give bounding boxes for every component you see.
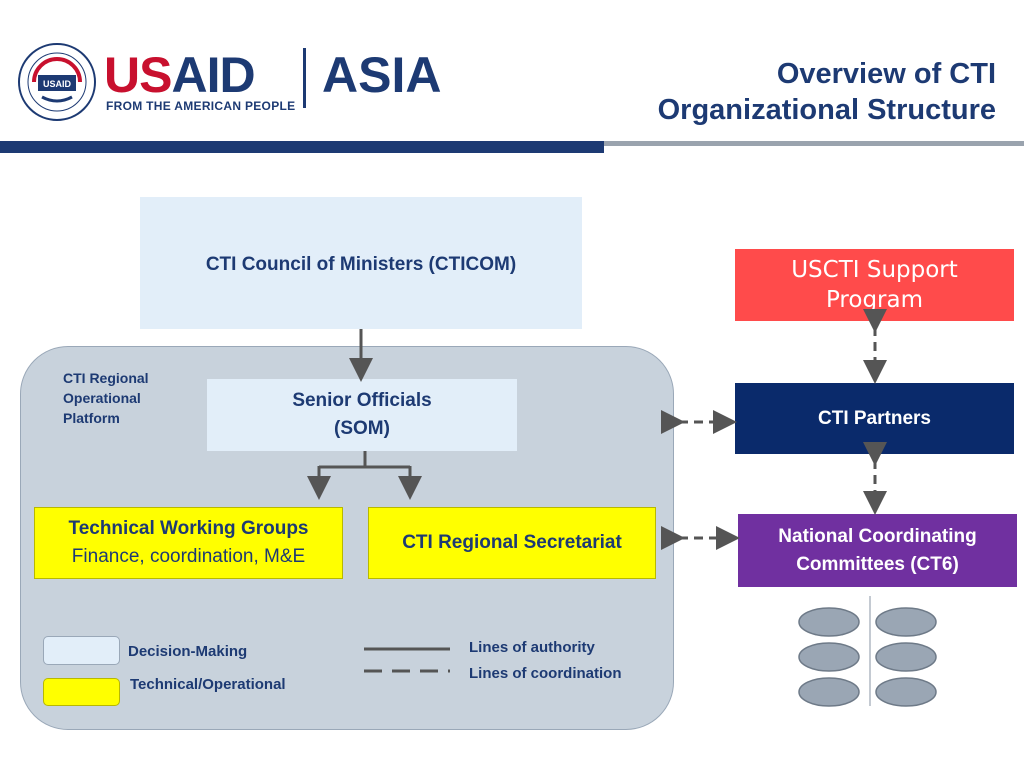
som-label-line1: Senior Officials	[292, 390, 432, 411]
ncc-label-line1: National Coordinating	[778, 525, 977, 547]
usc-label-line1: USCTI Support	[791, 257, 958, 283]
usaid-wordmark-aid: AID	[171, 47, 255, 103]
committee-ellipse	[798, 642, 860, 672]
usaid-wordmark: USAID	[104, 47, 256, 103]
header-rule-navy	[0, 141, 604, 153]
committee-ellipse	[798, 677, 860, 707]
cticom-label: CTI Council of Ministers (CTICOM)	[205, 254, 517, 275]
legend-label-decision: Decision-Making	[128, 643, 248, 660]
som-node: Senior Officials (SOM)	[207, 379, 517, 451]
usaid-tagline: FROM THE AMERICAN PEOPLE	[106, 99, 296, 113]
national-committees-node: National Coordinating Committees (CT6)	[738, 514, 1017, 587]
twg-subtitle: Finance, coordination, M&E	[71, 546, 306, 567]
page-title-line1: Overview of CTI	[776, 58, 996, 90]
committee-ellipse	[875, 607, 937, 637]
usc-label-line2: Program	[825, 287, 924, 313]
usaid-seal-icon: USAID	[18, 43, 96, 121]
country-committees-group	[798, 596, 937, 707]
header: USAID USAID FROM THE AMERICAN PEOPLE ASI…	[0, 0, 1024, 153]
som-label-line2: (SOM)	[334, 418, 390, 439]
usaid-wordmark-us: US	[104, 47, 172, 103]
legend-swatch-technical	[43, 678, 120, 706]
header-rule-gray	[604, 141, 1024, 146]
ncc-label-line2: Committees (CT6)	[796, 553, 959, 575]
partners-label: CTI Partners	[818, 407, 931, 429]
page-title: Overview of CTI Organizational Structure	[658, 56, 996, 128]
authority-branch-som	[307, 451, 422, 500]
logo-divider	[303, 48, 306, 108]
legend-label-authority: Lines of authority	[469, 639, 595, 656]
page-title-line2: Organizational Structure	[657, 94, 996, 126]
committee-ellipse	[875, 677, 937, 707]
legend-swatch-decision	[43, 636, 120, 665]
technical-working-groups-node: Technical Working Groups Finance, coordi…	[34, 507, 343, 579]
cticom-node: CTI Council of Ministers (CTICOM)	[140, 197, 582, 329]
region-wordmark: ASIA	[322, 47, 442, 103]
legend-label-technical: Technical/Operational	[130, 676, 286, 693]
legend-label-coordination: Lines of coordination	[469, 665, 622, 682]
regional-secretariat-node: CTI Regional Secretariat	[368, 507, 656, 579]
svg-text:USAID: USAID	[43, 79, 72, 89]
secretariat-label: CTI Regional Secretariat	[402, 532, 622, 553]
twg-title: Technical Working Groups	[68, 518, 309, 539]
committee-ellipse	[875, 642, 937, 672]
committee-ellipse	[798, 607, 860, 637]
platform-label: CTI Regional Operational Platform	[63, 370, 149, 426]
